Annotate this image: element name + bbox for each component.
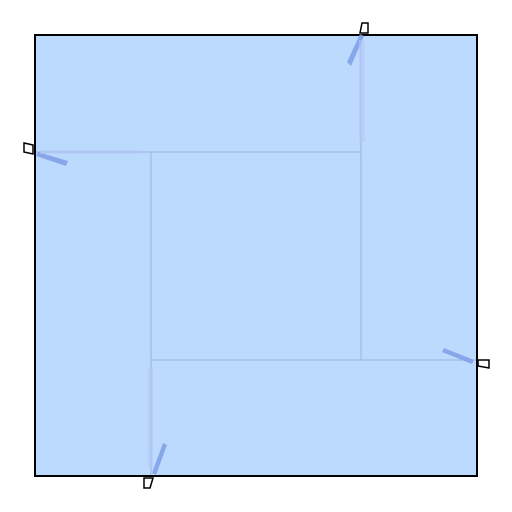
blade-top[interactable] (347, 22, 369, 142)
blade-top-handle-icon[interactable] (359, 22, 369, 34)
blade-right[interactable] (442, 348, 490, 369)
blade-top-streak (359, 40, 365, 142)
outer-panel (34, 34, 478, 477)
blade-left-handle-icon[interactable] (23, 142, 34, 155)
blade-bottom[interactable] (143, 368, 167, 489)
blade-right-handle-icon[interactable] (477, 359, 490, 369)
blade-left[interactable] (23, 142, 140, 166)
blade-left-streak (40, 150, 140, 154)
blade-left-shadow (36, 152, 68, 166)
blade-bottom-shadow (152, 443, 167, 475)
blade-bottom-handle-icon[interactable] (143, 477, 155, 489)
blade-bottom-streak (148, 368, 153, 468)
blade-right-shadow (442, 348, 474, 364)
